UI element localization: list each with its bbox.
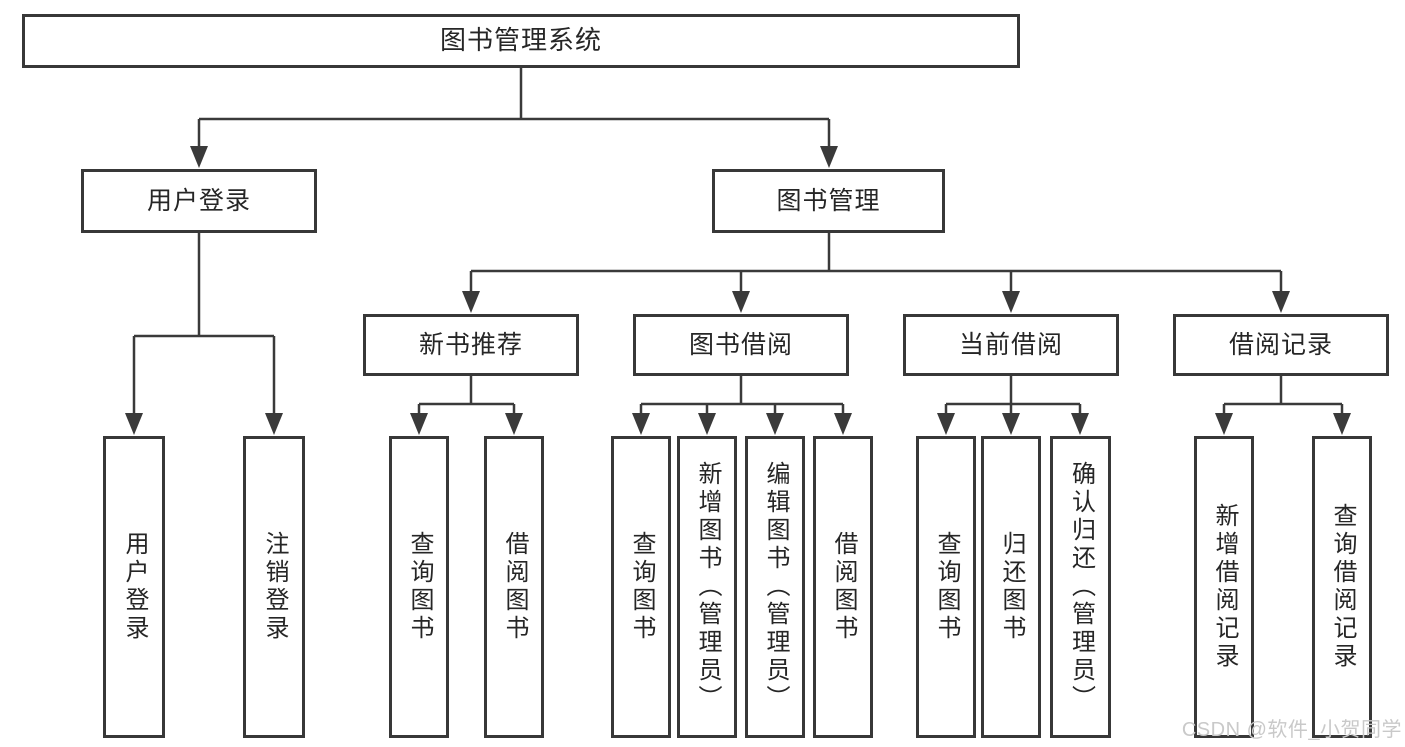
arrowhead [1071,413,1089,435]
arrowhead [937,413,955,435]
leaf-user-login: 用户登录 [103,436,165,738]
node-current-borrowing: 当前借阅 [903,314,1119,376]
node-library-management-system: 图书管理系统 [22,14,1020,68]
arrowhead [125,413,143,435]
node-label: 查询图书 [628,531,655,643]
edge-root-to-level2 [197,68,831,150]
arrowhead [698,413,716,435]
arrowhead [1215,413,1233,435]
arrowhead [1002,291,1020,313]
node-label: 用户登录 [146,187,251,215]
node-label: 用户登录 [121,531,148,643]
watermark-csdn: CSDN @软件_小贺同学 [1181,719,1402,741]
node-label: 新增借阅记录 [1211,503,1238,671]
edge-new-book-recommendation-to-leaves [417,376,516,418]
arrowhead [462,291,480,313]
edge-current-borrowing-to-leaves [944,376,1082,418]
leaf-edit-book-admin: 编辑图书（管理员） [745,436,805,738]
node-user-login: 用户登录 [81,169,317,233]
leaf-return-books: 归还图书 [981,436,1041,738]
node-label: 图书借阅 [688,331,793,359]
arrowhead [410,413,428,435]
arrowhead [820,146,838,168]
node-book-borrowing: 图书借阅 [633,314,849,376]
edge-book-management-to-level3 [469,232,1283,296]
arrowhead [505,413,523,435]
node-label: 借阅记录 [1228,331,1333,359]
leaf-borrow-books-borrowing: 借阅图书 [813,436,873,738]
node-label: 当前借阅 [958,331,1063,359]
node-label: 借阅图书 [501,531,528,643]
arrowhead [1272,291,1290,313]
node-label: 编辑图书（管理员） [762,461,789,713]
node-label: 查询图书 [406,531,433,643]
node-label: 图书管理系统 [439,25,602,56]
node-label: 注销登录 [261,531,288,643]
leaf-add-book-admin: 新增图书（管理员） [677,436,737,738]
leaf-confirm-return-admin: 确认归还（管理员） [1050,436,1111,738]
arrowhead [834,413,852,435]
arrowhead [766,413,784,435]
node-label: 归还图书 [998,531,1025,643]
leaf-logout: 注销登录 [243,436,305,738]
node-label: 查询图书 [933,531,960,643]
arrowhead [190,146,208,168]
node-label: 新书推荐 [418,331,523,359]
arrowhead [632,413,650,435]
arrowhead [732,291,750,313]
node-label: 借阅图书 [830,531,857,643]
leaf-query-books-borrowing: 查询图书 [611,436,671,738]
leaf-query-borrow-record: 查询借阅记录 [1312,436,1372,738]
leaf-query-books-recommend: 查询图书 [389,436,449,738]
leaf-query-books-current: 查询图书 [916,436,976,738]
node-label: 图书管理 [776,187,881,215]
edge-user-login-to-leaves [132,232,276,418]
node-new-book-recommendation: 新书推荐 [363,314,579,376]
edge-book-borrowing-to-leaves [639,376,845,418]
arrowhead [265,413,283,435]
node-label: 确认归还（管理员） [1067,461,1095,713]
node-label: 新增图书（管理员） [694,461,721,713]
node-book-management: 图书管理 [712,169,945,233]
leaf-add-borrow-record: 新增借阅记录 [1194,436,1254,738]
leaf-borrow-books-recommend: 借阅图书 [484,436,544,738]
node-borrowing-records: 借阅记录 [1173,314,1389,376]
edge-borrowing-records-to-leaves [1222,376,1344,418]
arrowhead [1002,413,1020,435]
arrowhead [1333,413,1351,435]
node-label: 查询借阅记录 [1329,503,1356,671]
